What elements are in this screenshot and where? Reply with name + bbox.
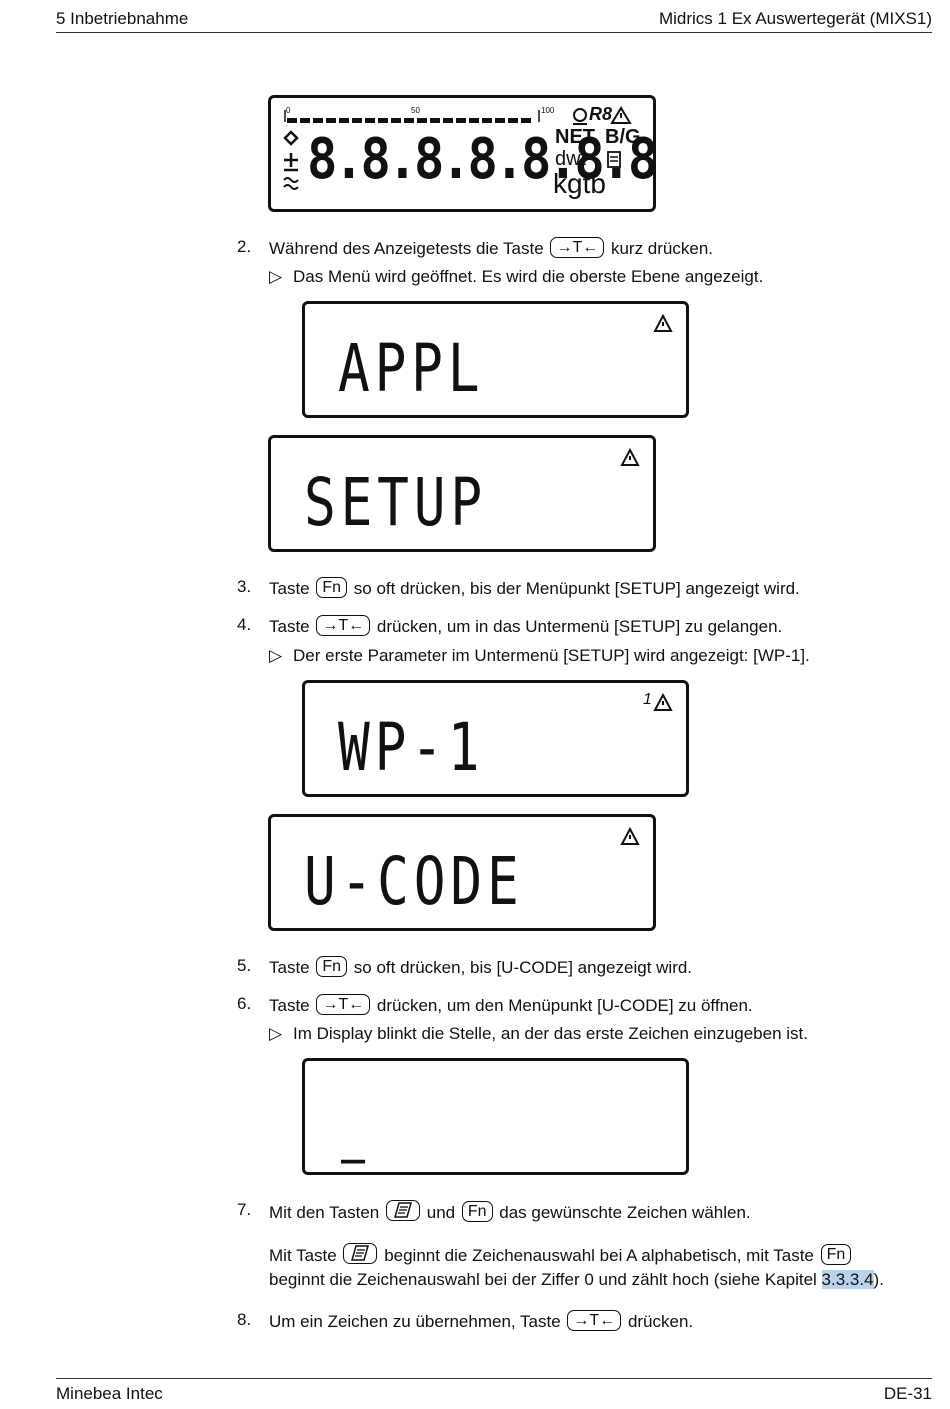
result-text: Der erste Parameter im Untermenü [SETUP]… xyxy=(293,646,810,665)
step-number: 5. xyxy=(237,956,252,975)
result-text: Im Display blinkt die Stelle, an der das… xyxy=(293,1024,808,1043)
label-net: NET xyxy=(555,126,595,148)
warning-icon xyxy=(653,314,673,332)
display-full-test: 0 50 100 8.8.8.8.8.8.8 R8 NET B/G dwt kg… xyxy=(268,95,658,212)
step-text: Taste xyxy=(269,617,310,636)
label-dwt: dwt xyxy=(555,148,587,170)
step-text: Taste xyxy=(269,996,310,1015)
step-text: Taste xyxy=(269,579,310,598)
display-text: U-CODE xyxy=(304,843,524,920)
step-7-note: Mit Taste beginnt die Zeichenauswahl bei… xyxy=(269,1243,884,1292)
result-6: ▷ Im Display blinkt die Stelle, an der da… xyxy=(269,1024,808,1044)
tare-key: →T← xyxy=(567,1310,622,1331)
step-number: 7. xyxy=(237,1200,252,1219)
fn-key: Fn xyxy=(820,1244,852,1265)
step-text: so oft drücken, bis der Menüpunkt [SETUP… xyxy=(353,579,800,598)
fn-key: Fn xyxy=(316,956,348,977)
result-triangle-icon: ▷ xyxy=(269,646,283,665)
menu-key xyxy=(386,1200,420,1221)
step-text: Um ein Zeichen zu übernehmen, Taste xyxy=(269,1312,561,1331)
result-4: ▷ Der erste Parameter im Untermenü [SETUP… xyxy=(269,646,810,666)
display-text: APPL xyxy=(338,330,485,407)
header-product: Midrics 1 Ex Auswertegerät (MIXS1) xyxy=(658,9,932,28)
display-ucode: U-CODE xyxy=(268,814,656,931)
step-number: 2. xyxy=(237,237,252,256)
page-footer: Minebea Intec DE-31 xyxy=(56,1378,932,1409)
chapter-link[interactable]: 3.3.3.4 xyxy=(821,1270,874,1289)
result-triangle-icon: ▷ xyxy=(269,267,283,286)
step-number: 8. xyxy=(237,1310,252,1329)
note-text: Mit Taste xyxy=(269,1246,337,1265)
step-text: drücken, um in das Untermenü [SETUP] zu … xyxy=(376,617,783,636)
display-appl: APPL xyxy=(302,301,689,418)
fn-key: Fn xyxy=(316,577,348,598)
footer-company: Minebea Intec xyxy=(56,1384,163,1403)
page-header: 5 Inbetriebnahme Midrics 1 Ex Auswertege… xyxy=(56,6,932,33)
tare-key: →T← xyxy=(316,615,371,636)
display-index: 1 xyxy=(643,691,652,708)
step-number: 6. xyxy=(237,994,252,1013)
menu-list-icon xyxy=(351,1245,370,1261)
label-bg: B/G xyxy=(605,126,641,148)
result-triangle-icon: ▷ xyxy=(269,1024,283,1043)
result-text: Das Menü wird geöffnet. Es wird die ober… xyxy=(293,267,764,286)
segment-digits: 8.8.8.8.8.8.8 xyxy=(307,127,658,192)
result-2: ▷ Das Menü wird geöffnet. Es wird die obe… xyxy=(269,267,763,287)
display-text: WP-1 xyxy=(338,709,485,786)
tare-key: →T← xyxy=(550,237,605,258)
fn-key: Fn xyxy=(461,1201,493,1222)
menu-key xyxy=(343,1243,378,1264)
header-chapter: 5 Inbetriebnahme xyxy=(56,9,189,28)
menu-list-icon xyxy=(394,1202,412,1218)
scale-label-50: 50 xyxy=(411,106,420,115)
step-text: und xyxy=(426,1203,456,1222)
display-setup: SETUP xyxy=(268,435,656,552)
note-text: ). xyxy=(873,1270,884,1289)
label-kgtb: kgtb xyxy=(553,168,606,199)
warning-icon xyxy=(653,693,673,711)
display-text: SETUP xyxy=(304,464,487,541)
tare-key: →T← xyxy=(316,994,371,1015)
step-number: 3. xyxy=(237,577,252,596)
display-wp1: 1 WP-1 xyxy=(302,680,689,797)
step-text: Taste xyxy=(269,958,310,977)
label-rb: R8 xyxy=(589,104,613,124)
warning-icon xyxy=(620,448,640,466)
step-text: drücken. xyxy=(627,1312,694,1331)
display-cursor: _ xyxy=(302,1058,689,1175)
blinking-cursor: _ xyxy=(341,1118,366,1164)
note-text: beginnt die Zeichenauswahl bei A alphabe… xyxy=(384,1246,814,1265)
step-text: Mit den Tasten xyxy=(269,1203,380,1222)
step-text: das gewünschte Zeichen wählen. xyxy=(499,1203,751,1222)
step-text: so oft drücken, bis [U-CODE] angezeigt w… xyxy=(353,958,693,977)
note-text: beginnt die Zeichenauswahl bei der Ziffe… xyxy=(269,1270,817,1289)
warning-icon xyxy=(620,827,640,845)
page-number: DE-31 xyxy=(883,1384,932,1403)
step-text: Während des Anzeigetests die Taste xyxy=(269,239,544,258)
step-text: kurz drücken. xyxy=(610,239,713,258)
step-number: 4. xyxy=(237,615,252,634)
scale-label-100: 100 xyxy=(541,106,555,115)
scale-label-0: 0 xyxy=(286,106,291,115)
step-text: drücken, um den Menüpunkt [U-CODE] zu öf… xyxy=(376,996,753,1015)
